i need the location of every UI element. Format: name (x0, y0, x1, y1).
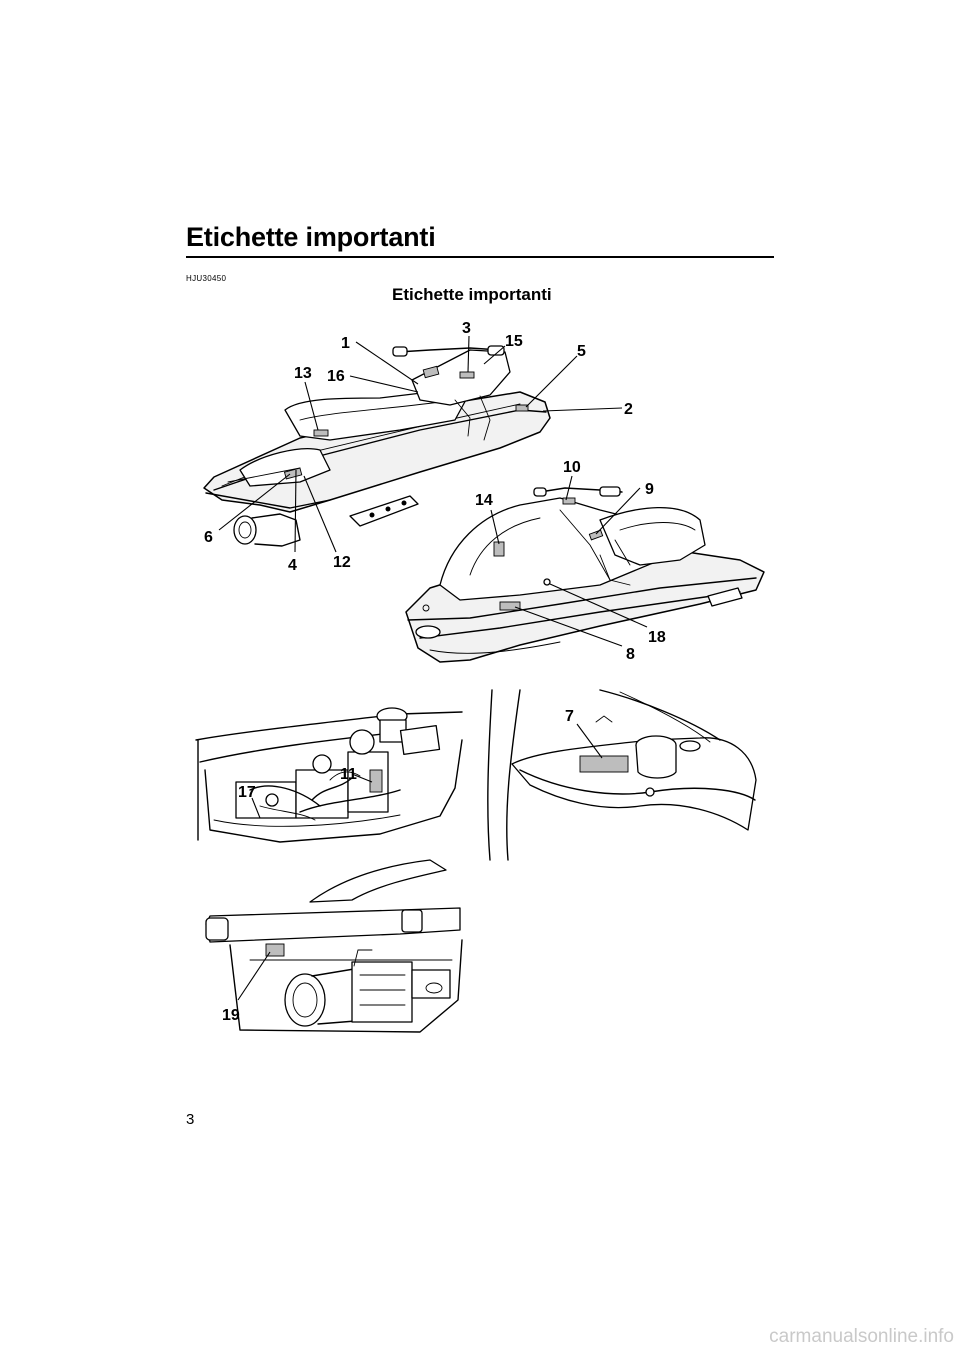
callout-12: 12 (333, 554, 351, 571)
document-code: HJU30450 (186, 274, 227, 283)
title-rule (186, 256, 774, 258)
callout-16: 16 (327, 368, 345, 385)
callout-4: 4 (288, 557, 297, 574)
callout-10: 10 (563, 459, 581, 476)
storage-compartment-view (487, 689, 757, 861)
engine-compartment-view (195, 707, 463, 843)
watercraft-rear-view (203, 345, 551, 547)
callout-6: 6 (204, 529, 213, 546)
callout-3: 3 (462, 320, 471, 337)
callout-11: 11 (340, 766, 357, 783)
callout-numbers: 1 2 3 4 5 6 7 8 9 10 11 12 13 14 15 16 1… (204, 320, 666, 1024)
watermark: carmanualsonline.info (769, 1326, 954, 1347)
callout-14: 14 (475, 492, 493, 509)
callout-18: 18 (648, 629, 666, 646)
watercraft-front-view (405, 486, 765, 663)
callout-15: 15 (505, 333, 523, 350)
callout-17: 17 (238, 784, 256, 801)
jet-pump-view (205, 859, 463, 1033)
callout-19: 19 (222, 1007, 240, 1024)
callout-7: 7 (565, 708, 574, 725)
section-heading: Etichette importanti (392, 285, 552, 304)
callout-2: 2 (624, 401, 633, 418)
page-number: 3 (186, 1111, 195, 1128)
callout-8: 8 (626, 646, 635, 663)
page-title: Etichette importanti (186, 222, 436, 252)
callout-5: 5 (577, 343, 586, 360)
callout-13: 13 (294, 365, 312, 382)
callout-9: 9 (645, 481, 654, 498)
callout-1: 1 (341, 335, 350, 352)
